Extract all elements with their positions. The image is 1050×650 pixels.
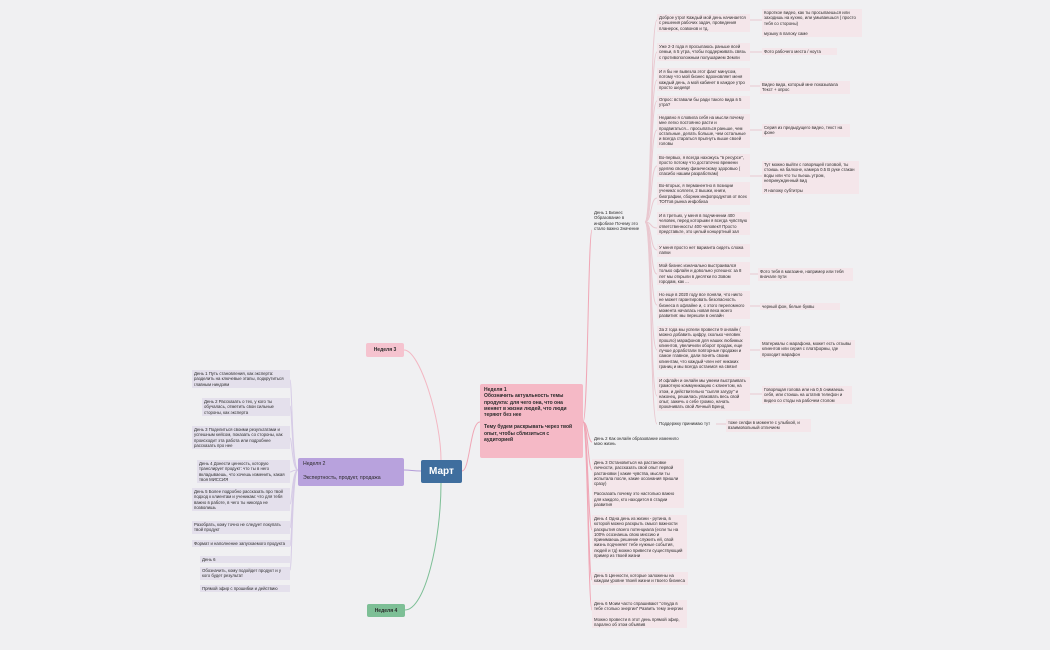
- day1-item-10[interactable]: Мой бизнес изначально выстраивался тольк…: [657, 262, 750, 286]
- week2-day2[interactable]: День 2 Рассказать о тех, у кого ты обуча…: [202, 398, 290, 416]
- note1-extra: музыку в палоку саме: [764, 30, 808, 36]
- week2-day5-b[interactable]: Разобрать, кому точно не следует покупат…: [192, 521, 290, 534]
- week2-subtitle: Экспертность, продукт, продажа: [303, 474, 381, 481]
- day1-note-6[interactable]: Тут можно выйти с говорящей головой, ты …: [762, 161, 859, 195]
- note6-extra: Я наложу субтитры: [764, 188, 803, 194]
- link-root-week1: [461, 421, 481, 472]
- week2-day6-b[interactable]: Прямой эфир с прошибки и действию: [200, 585, 290, 593]
- week1-plan: Тему будем раскрывать через твой опыт, ч…: [484, 424, 573, 444]
- day1-item-5[interactable]: Недавно я словила себя на мысли почему м…: [657, 114, 750, 148]
- day6-text: День 6 Моим часто спрашивают "откуда в т…: [594, 601, 683, 612]
- week2-title: Неделя 2: [303, 461, 326, 467]
- day1-item-7[interactable]: Во-вторых, я перманентно в позиции учени…: [657, 182, 750, 206]
- week1-title: Неделя 1: [484, 387, 507, 393]
- day1-note-5[interactable]: Серия из предыдущего видео, текст на фон…: [762, 124, 850, 137]
- week2-day6-a[interactable]: Обозначить, кому подойдет продукт и у ко…: [200, 567, 290, 580]
- week1-day2[interactable]: День 2 Как онлайн образование изменило м…: [594, 436, 679, 447]
- day1-item-11[interactable]: Но еще в 2020 году все поняли, что никто…: [657, 291, 750, 320]
- day1-item-13[interactable]: И офлайн и онлайн мы умеем выстраивать г…: [657, 377, 750, 411]
- week2-day5[interactable]: День 5 Более подробно рассказать про тво…: [192, 488, 290, 512]
- week1-day1[interactable]: День 1 Бизнес Образование в инфобизе Поч…: [594, 210, 640, 231]
- link-root-week2: [403, 469, 422, 472]
- day1-note-10[interactable]: Фото тебя в магазине, например или тебя …: [758, 268, 853, 281]
- week2-day1[interactable]: День 1 Путь становления, как эксперта: р…: [192, 370, 290, 388]
- week4-node[interactable]: Неделя 4: [367, 604, 405, 617]
- note1-text: Короткое видео, как ты просыпаешься или …: [764, 10, 856, 26]
- day1-item-2[interactable]: Уже 2-3 года я просыпаюсь раньше всей се…: [657, 43, 750, 61]
- week3-node[interactable]: Неделя 3: [366, 343, 404, 357]
- week2-day6[interactable]: День 6: [200, 556, 290, 564]
- week2-day3[interactable]: День 3 Поделиться своими результатами и …: [192, 426, 290, 450]
- week1-day6[interactable]: День 6 Моим часто спрашивают "откуда в т…: [592, 600, 687, 629]
- day1-item-8[interactable]: И в третьих, у меня в подчинении 400 чел…: [657, 212, 750, 236]
- week1-day5[interactable]: День 5 Ценности, которые заложены на каж…: [592, 572, 688, 585]
- day6-extra: Можно провести в этот день прямой эфир, …: [594, 616, 680, 627]
- day1-item-4[interactable]: Опрос: вставали бы ради такого вида в 5 …: [657, 96, 750, 109]
- day3-extra: Рассказать почему это настолько важно дл…: [594, 491, 675, 508]
- day1-item-6[interactable]: Во-первых, я всегда нахожусь "в ресурсе"…: [657, 154, 750, 178]
- root-node[interactable]: Март: [421, 460, 462, 483]
- day1-note-11[interactable]: черный фон, белые буквы: [760, 303, 840, 311]
- link-root-week4: [404, 482, 442, 611]
- note6-text: Тут можно выйти с говорящей головой, ты …: [764, 162, 855, 183]
- day1-note-13[interactable]: Говорящая голова или на 0,5 снимаешь себ…: [762, 386, 852, 404]
- day1-item-14[interactable]: Поддержку принимаю тут: [659, 421, 711, 426]
- day1-note-14[interactable]: тоже селфи в моменте с улыбкой, и взаимо…: [726, 419, 811, 432]
- week1-day4[interactable]: День 4 Одна день из жизни - рутина, в ко…: [592, 515, 687, 560]
- day1-note-3[interactable]: Видео вида, который мне показывала Текст…: [760, 81, 850, 94]
- link-root-week3: [403, 349, 442, 461]
- week2-day5-c[interactable]: Формат и наполнение запускаемого продукт…: [192, 540, 290, 548]
- week2-day4[interactable]: День 4 Донести ценность, которую трансли…: [197, 460, 290, 484]
- week1-node[interactable]: Неделя 1 Обозначить актуальность темы пр…: [480, 384, 583, 458]
- day3-text: День 3 Остановиться на растановке личнос…: [594, 460, 679, 487]
- day1-item-12[interactable]: За 2 года мы успели провести 9 онлайн ( …: [657, 326, 750, 371]
- day1-note-12[interactable]: Материалы с марафона, может есть отзывы …: [760, 340, 855, 358]
- day1-item-1[interactable]: Доброе утро! Каждый мой день начинается …: [657, 14, 750, 32]
- week1-day3[interactable]: День 3 Остановиться на растановке личнос…: [592, 459, 684, 509]
- day1-note-2[interactable]: Фото рабочего места / ноута: [762, 48, 837, 56]
- week1-goal: Обозначить актуальность темы продукта: д…: [484, 393, 567, 419]
- day1-item-3[interactable]: И я бы не вывезла этот факт минусом, пот…: [657, 68, 750, 92]
- week2-node[interactable]: Неделя 2 Экспертность, продукт, продажа: [298, 458, 404, 486]
- day1-note-1[interactable]: Короткое видео, как ты просыпаешься или …: [762, 9, 862, 38]
- day1-item-9[interactable]: У меня просто нет варианта сидеть сложа …: [657, 244, 750, 257]
